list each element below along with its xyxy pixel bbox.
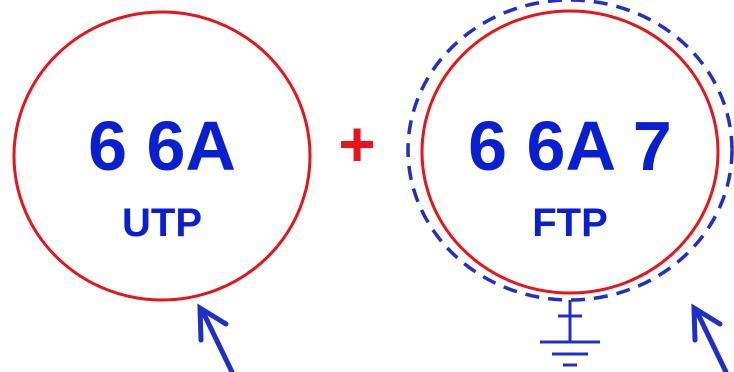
ftp-shield-ring [406,0,734,302]
utp-type-label: UTP [122,201,202,245]
ground-icon [540,300,600,367]
utp-categories-label: 6 6A [88,107,236,185]
ftp-arrow-icon [691,303,729,372]
utp-circle [12,10,312,302]
ftp-type-label: FTP [532,201,608,245]
utp-arrow-icon [197,303,235,372]
ftp-circle [420,9,720,295]
ftp-categories-label: 6 6A 7 [468,107,672,185]
plus-sign: + [338,108,375,180]
